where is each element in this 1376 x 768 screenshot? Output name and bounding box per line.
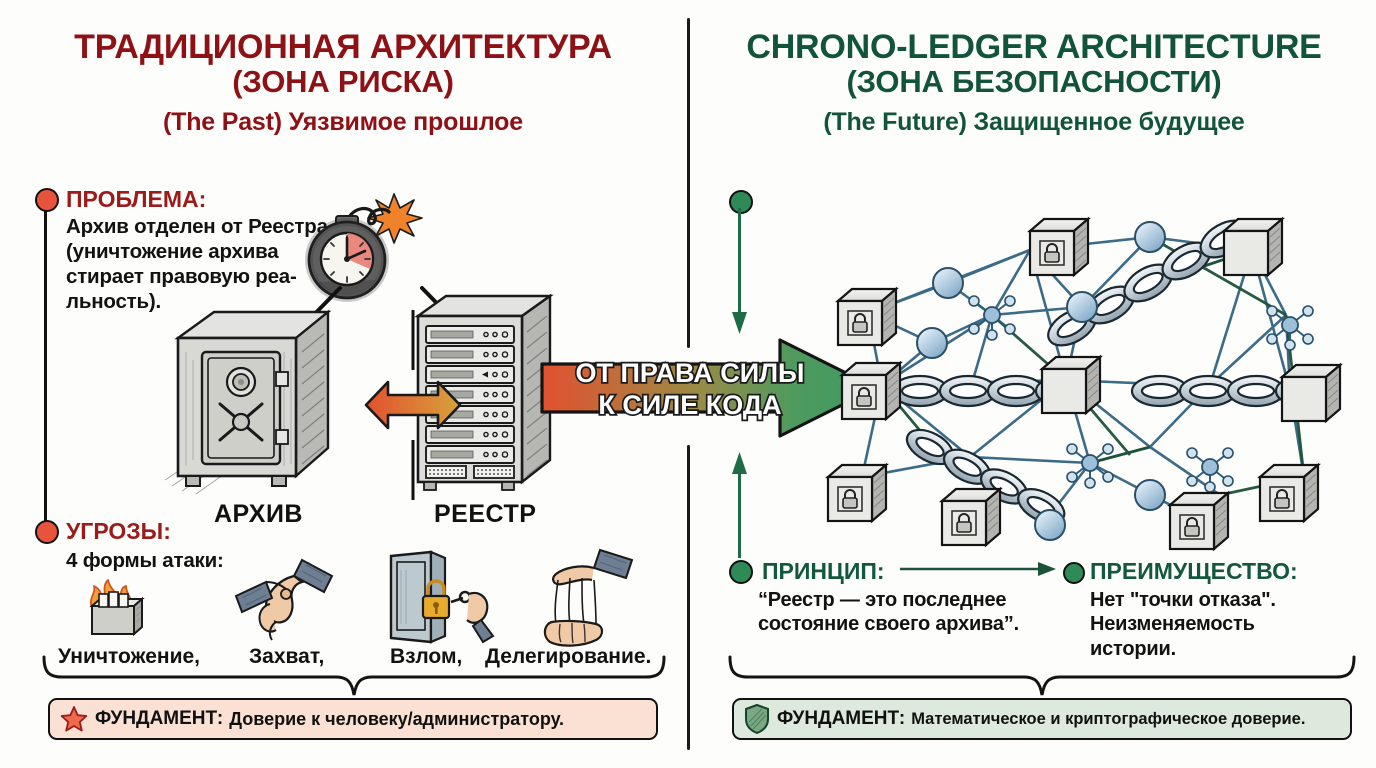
registry-device-label: РЕЕСТР <box>434 500 537 528</box>
foundation-left-value: Доверие к человеку/администратору. <box>229 708 565 729</box>
puppet-strings-icon <box>528 546 638 647</box>
advantage-heading: ПРЕИМУЩЕСТВО: <box>1090 558 1298 584</box>
attack-label-1: Уничтожение, <box>58 645 201 668</box>
right-title-main: CHRONO-LEDGER ARCHITECTURE <box>746 28 1322 66</box>
arrow-line-1: ОТ ПРАВА СИЛЫ <box>576 358 805 388</box>
safe-icon <box>160 300 335 495</box>
principle-line-2: состояние своего архива”. <box>758 613 1019 636</box>
right-top-connector-arrow <box>732 208 748 336</box>
foundation-left-key: ФУНДАМЕНТ: <box>95 708 224 729</box>
right-title-subtitle: (The Future) Защищенное будущее <box>823 108 1245 137</box>
blockchain-network-icon <box>820 195 1368 552</box>
left-panel-title: ТРАДИЦИОННАЯ АРХИТЕКТУРА (ЗОНА РИСКА) (T… <box>8 28 678 137</box>
attack-label-2: Захват, <box>249 645 325 668</box>
foundation-banner-right: ФУНДАМЕНТ: Математическое и криптографич… <box>732 698 1352 740</box>
advantage-body: Нет "точки отказа". Неизменяемость истор… <box>1090 588 1276 661</box>
attack-label-3: Взлом, <box>390 645 463 668</box>
arrow-line-2: К СИЛЕ КОДА <box>598 390 781 420</box>
shield-icon <box>744 703 770 735</box>
panel-divider-top <box>687 18 690 348</box>
time-bomb-clock-icon <box>294 188 424 303</box>
archive-registry-separation <box>358 310 468 500</box>
door-padlock-key-icon <box>385 550 495 646</box>
threats-heading: УГРОЗЫ: <box>66 518 171 544</box>
attack-label-4: Делегирование. <box>485 645 652 668</box>
advantage-line-2: Неизменяемость <box>1090 613 1255 636</box>
principle-body: “Реестр — это последнее состояние своего… <box>758 588 1019 637</box>
foundation-right-key: ФУНДАМЕНТ: <box>777 708 906 729</box>
right-bottom-connector-arrow <box>732 452 748 558</box>
problem-line-4: льность). <box>66 290 162 313</box>
transition-arrow: ОТ ПРАВА СИЛЫ К СИЛЕ КОДА <box>540 338 880 438</box>
burning-box-icon <box>78 578 150 640</box>
left-brace <box>40 655 668 697</box>
problem-line-1: Архив отделен от Реестра <box>66 215 328 238</box>
right-title-sub: (ЗОНА БЕЗОПАСНОСТИ) <box>846 63 1222 99</box>
left-connector-line <box>44 200 47 530</box>
problem-heading: ПРОБЛЕМА: <box>66 186 207 212</box>
right-bottom-connector-dot <box>729 560 753 584</box>
advantage-line-3: истории. <box>1090 637 1176 660</box>
grabbing-hand-icon <box>232 552 342 644</box>
principle-to-advantage-arrow <box>900 560 1060 580</box>
principle-heading: ПРИНЦИП: <box>762 558 885 584</box>
left-title-subtitle: (The Past) Уязвимое прошлое <box>163 108 523 137</box>
threats-subtitle: 4 формы атаки: <box>66 549 224 572</box>
foundation-banner-left: ФУНДАМЕНТ: Доверие к человеку/администра… <box>48 698 658 740</box>
foundation-right-value: Математическое и криптографическое довер… <box>911 709 1306 728</box>
threats-bullet-dot <box>35 520 59 544</box>
panel-divider-bottom <box>687 445 690 750</box>
left-title-sub: (ЗОНА РИСКА) <box>232 63 454 99</box>
advantage-bullet-dot <box>1063 562 1085 584</box>
advantage-line-1: Нет "точки отказа". <box>1090 589 1276 611</box>
right-brace <box>726 655 1358 697</box>
right-panel-title: CHRONO-LEDGER ARCHITECTURE (ЗОНА БЕЗОПАС… <box>700 28 1368 137</box>
problem-bullet-dot <box>35 188 59 212</box>
problem-line-3: стирает правовую реа- <box>66 265 297 288</box>
archive-device-label: АРХИВ <box>214 500 303 528</box>
problem-line-2: (уничтожение архива <box>66 240 279 263</box>
star-icon <box>60 705 88 733</box>
left-title-main: ТРАДИЦИОННАЯ АРХИТЕКТУРА <box>74 28 612 66</box>
problem-body: Архив отделен от Реестра (уничтожение ар… <box>66 214 328 314</box>
principle-line-1: “Реестр — это последнее <box>758 589 1007 611</box>
